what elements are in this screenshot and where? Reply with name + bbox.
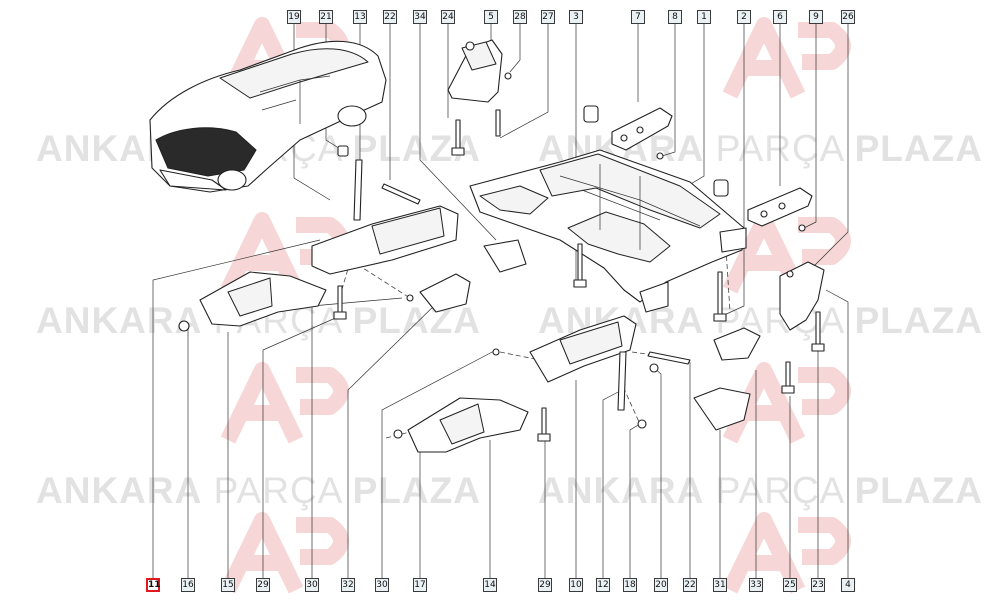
callout-23: 23 xyxy=(811,578,825,592)
wm-word2: PARÇA xyxy=(716,128,845,169)
callout-32: 32 xyxy=(341,578,355,592)
callout-5: 5 xyxy=(484,10,498,24)
wm-word1: ANKARA xyxy=(36,300,202,341)
callout-12: 12 xyxy=(596,578,610,592)
callout-7: 7 xyxy=(631,10,645,24)
callout-22: 22 xyxy=(383,10,397,24)
callout-17: 17 xyxy=(413,578,427,592)
callout-11-highlighted: 11 xyxy=(146,578,161,592)
watermark-text: ANKARA PARÇA PLAZA ANKARA PARÇA PLAZA AN… xyxy=(36,128,983,511)
callout-31: 31 xyxy=(713,578,727,592)
callout-30: 30 xyxy=(375,578,389,592)
wm-word3: PLAZA xyxy=(855,470,983,511)
callout-34: 34 xyxy=(413,10,427,24)
callout-20: 20 xyxy=(654,578,668,592)
lower-side-members xyxy=(407,239,825,453)
bushings xyxy=(337,105,729,197)
callout-26: 26 xyxy=(841,10,855,24)
wm-word2: PARÇA xyxy=(716,470,845,511)
left-side-member-upper xyxy=(199,205,471,327)
callout-28: 28 xyxy=(513,10,527,24)
callout-29: 29 xyxy=(538,578,552,592)
callout-6: 6 xyxy=(773,10,787,24)
wm-word2: PARÇA xyxy=(214,470,343,511)
callout-3: 3 xyxy=(569,10,583,24)
reinforcement-plates xyxy=(611,107,813,227)
callout-25: 25 xyxy=(783,578,797,592)
callout-33: 33 xyxy=(749,578,763,592)
callout-19: 19 xyxy=(287,10,301,24)
wm-word3: PLAZA xyxy=(353,300,481,341)
callout-24: 24 xyxy=(441,10,455,24)
callout-2: 2 xyxy=(737,10,751,24)
car-illustration xyxy=(149,40,387,193)
wm-word3: PLAZA xyxy=(855,300,983,341)
callout-8: 8 xyxy=(668,10,682,24)
wm-word1: ANKARA xyxy=(538,470,704,511)
engine-mount-bracket xyxy=(447,39,503,103)
leader-lines xyxy=(152,24,849,578)
callout-14: 14 xyxy=(483,578,497,592)
callout-21: 21 xyxy=(319,10,333,24)
subframe-cradle xyxy=(469,149,747,313)
callout-15: 15 xyxy=(221,578,235,592)
callout-10: 10 xyxy=(569,578,583,592)
callout-22: 22 xyxy=(683,578,697,592)
callout-27: 27 xyxy=(541,10,555,24)
watermark-logos xyxy=(220,17,851,594)
wm-word3: PLAZA xyxy=(353,470,481,511)
callout-13: 13 xyxy=(353,10,367,24)
callout-18: 18 xyxy=(623,578,637,592)
wm-word1: ANKARA xyxy=(36,470,202,511)
callout-16: 16 xyxy=(181,578,195,592)
wm-word3: PLAZA xyxy=(855,128,983,169)
callout-4: 4 xyxy=(841,578,855,592)
svg-text:ANKARA PARÇA PLAZA: ANKARA PARÇA PLAZA xyxy=(36,470,481,511)
callout-9: 9 xyxy=(809,10,823,24)
bolts xyxy=(178,72,825,442)
callout-1: 1 xyxy=(697,10,711,24)
svg-text:ANKARA PARÇA PLAZA: ANKARA PARÇA PLAZA xyxy=(538,300,983,341)
callout-30: 30 xyxy=(305,578,319,592)
svg-text:ANKARA PARÇA PLAZA: ANKARA PARÇA PLAZA xyxy=(538,470,983,511)
callout-29: 29 xyxy=(256,578,270,592)
